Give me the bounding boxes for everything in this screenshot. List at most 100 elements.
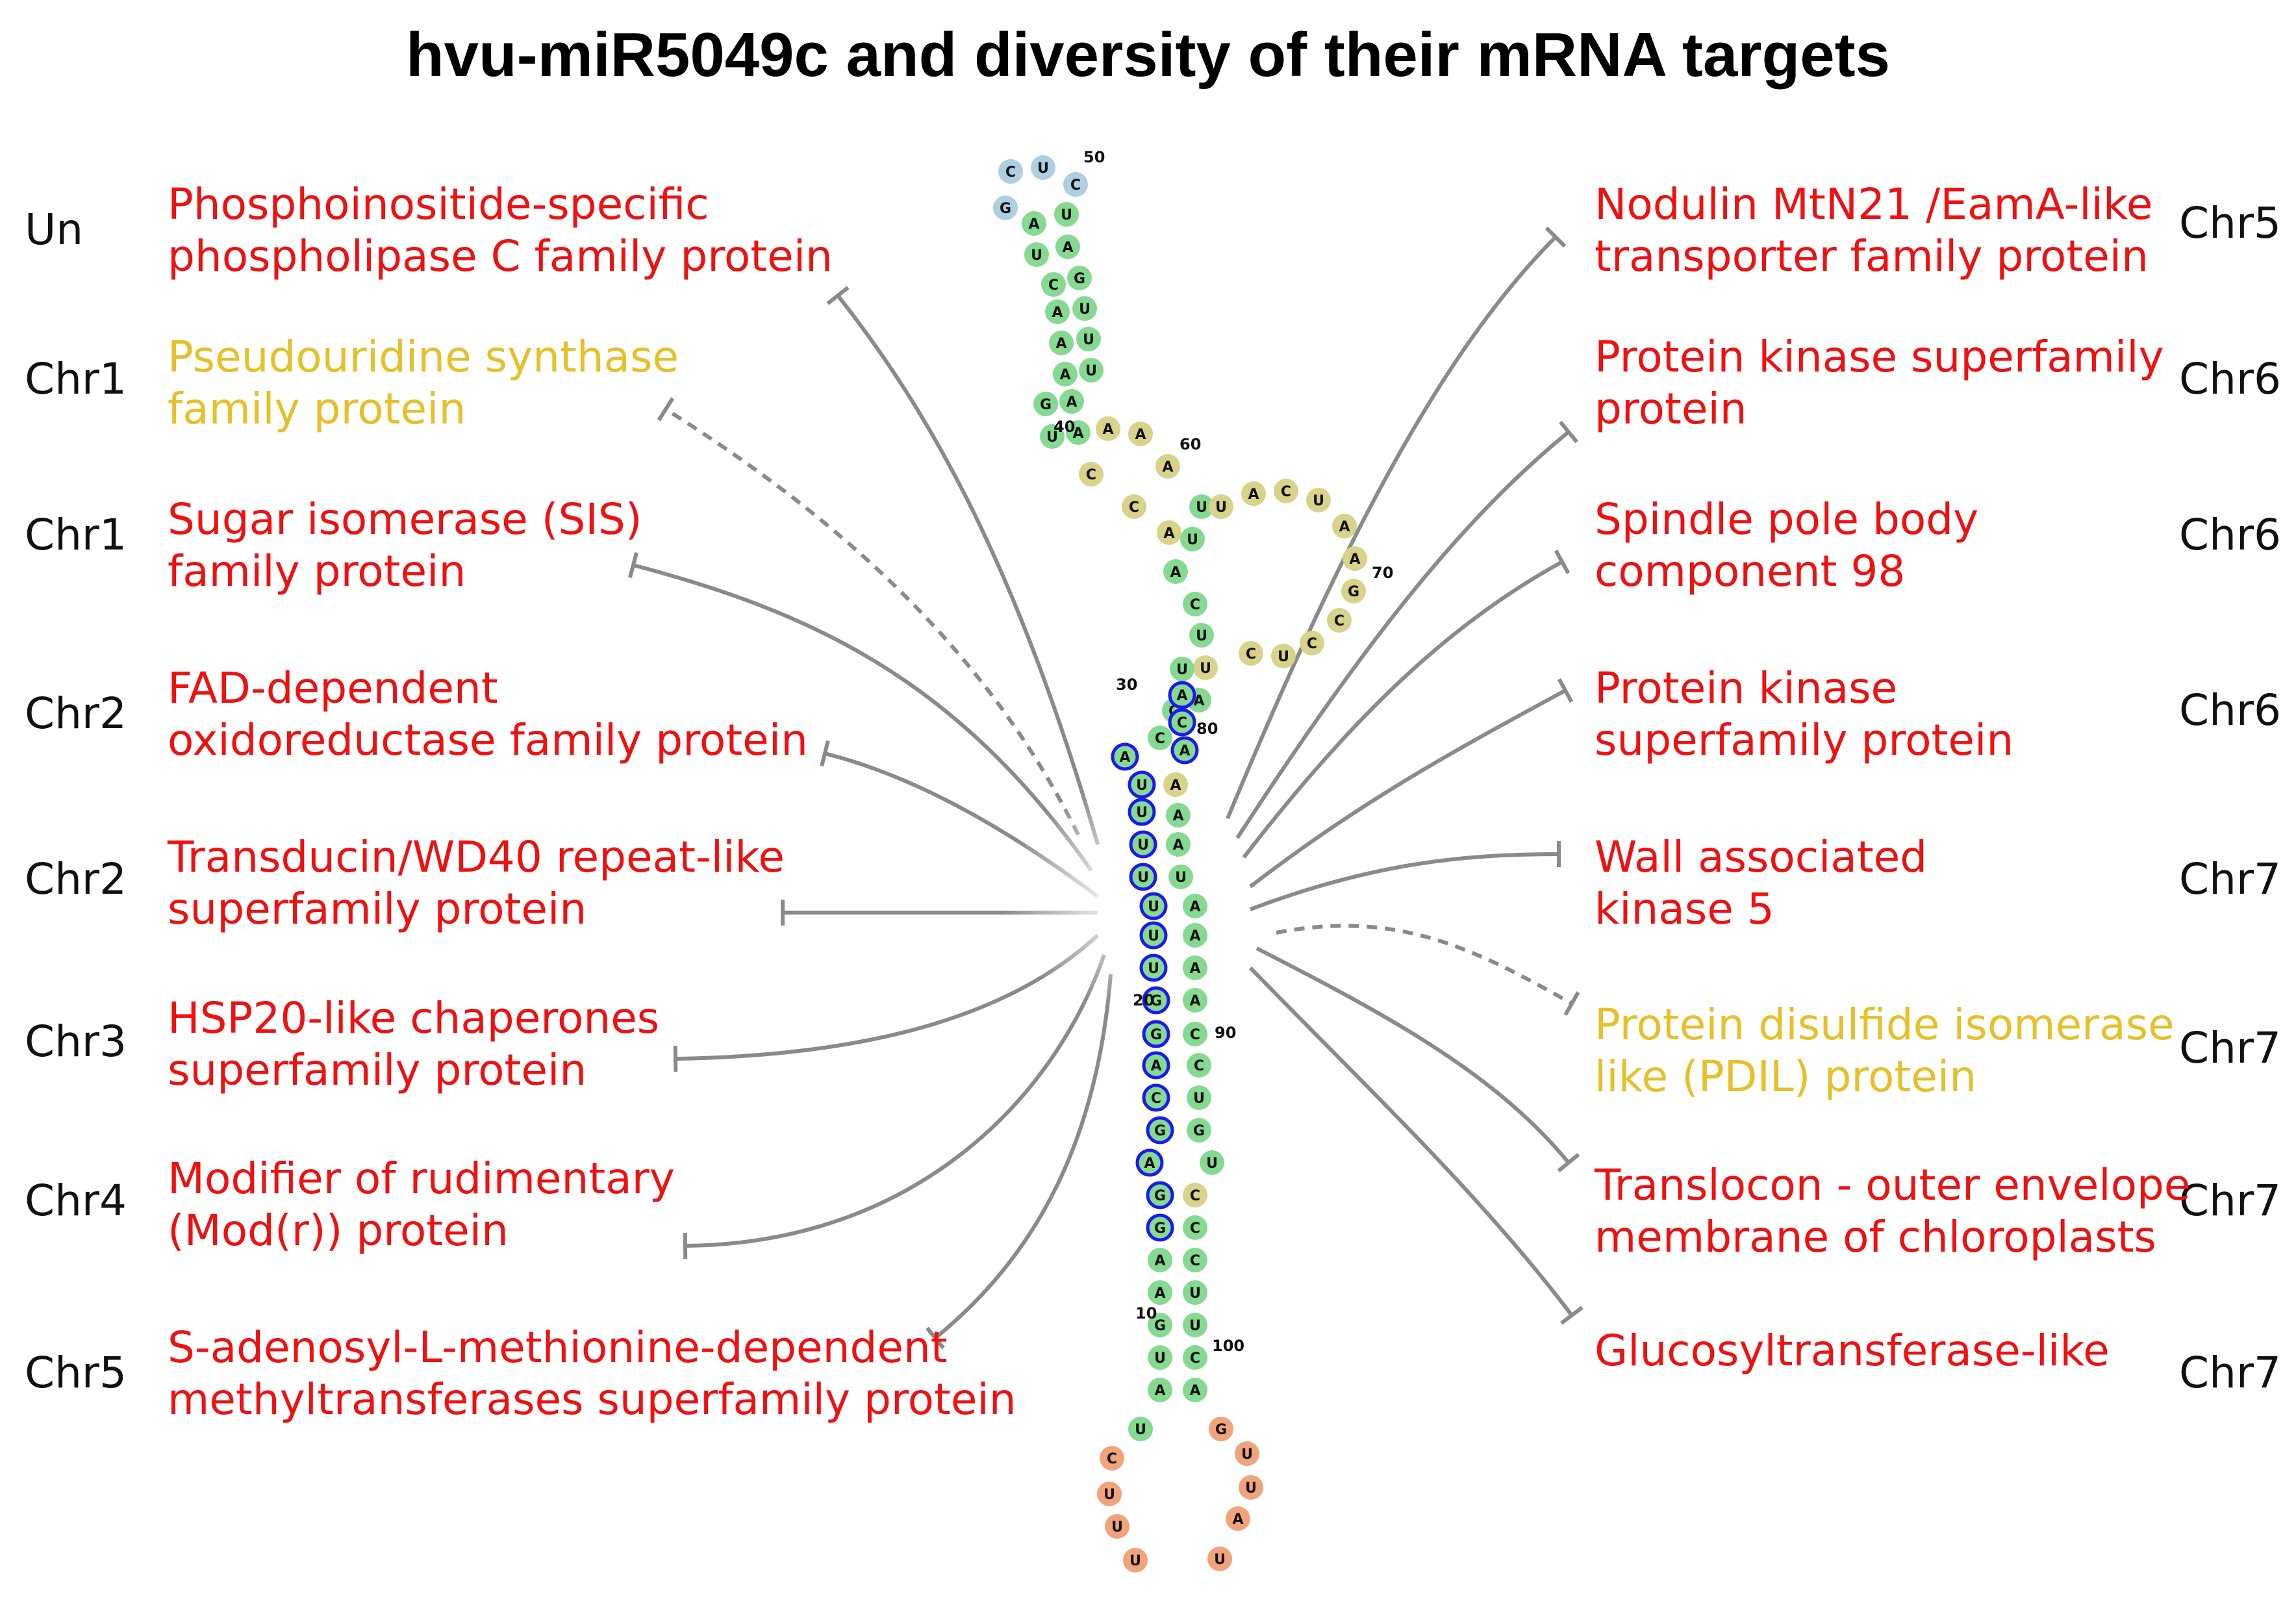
nucleotide-base: U: [1200, 661, 1211, 677]
nucleotide-base: U: [1189, 1318, 1201, 1334]
nucleotide: C: [1187, 1053, 1211, 1078]
nucleotide: A: [1155, 454, 1180, 479]
nucleotide-base: U: [1061, 207, 1072, 223]
nucleotide-base: A: [1172, 837, 1183, 853]
nucleotide-base: C: [1129, 499, 1139, 516]
nucleotide-base: C: [1194, 1058, 1204, 1074]
center-glow: [1000, 786, 1247, 1007]
nucleotide: U: [1189, 494, 1214, 519]
target-gene-line: kinase 5: [1595, 884, 1774, 934]
nucleotide-circle: [1200, 1150, 1224, 1175]
nucleotide: U: [1139, 921, 1168, 950]
nucleotide: G: [1033, 392, 1058, 416]
nucleotide: C: [1183, 1248, 1207, 1272]
nucleotide: C: [1183, 1345, 1207, 1370]
inhibition-line: [826, 286, 1100, 845]
nucleotide-circle: [1166, 832, 1191, 857]
nucleotide-base: C: [1151, 1091, 1161, 1107]
nucleotide: A: [1166, 803, 1191, 828]
nucleotide: A: [1128, 422, 1153, 446]
nucleotide: U: [1079, 358, 1104, 383]
nucleotide: C: [1142, 1083, 1170, 1112]
nucleotide: U: [1105, 1514, 1129, 1539]
chromosome-label: Chr7: [2179, 1023, 2282, 1073]
target-gene-line: Nodulin MtN21 /EamA-like: [1595, 179, 2153, 229]
nucleotide: A: [1059, 389, 1084, 414]
nucleotide-base: C: [1107, 1451, 1117, 1467]
target-gene-line: protein: [1595, 384, 1747, 434]
nucleotide: A: [1135, 1148, 1164, 1177]
nucleotide-base: U: [1037, 160, 1049, 177]
chromosome-label: Chr5: [25, 1348, 127, 1398]
position-label: 80: [1196, 720, 1218, 738]
nucleotide-circle: [1209, 1417, 1233, 1441]
nucleotide-circle: [1076, 327, 1101, 351]
nucleotide-circle: [1142, 1051, 1170, 1080]
nucleotide-circle: [1100, 1446, 1124, 1471]
connector-lines: [627, 226, 1583, 1350]
nucleotide-circle: [1128, 1417, 1153, 1441]
nucleotide: U: [1193, 655, 1218, 680]
nucleotide-base: G: [1348, 584, 1359, 600]
nucleotide: G: [1142, 1020, 1170, 1048]
nucleotide-base: A: [1150, 1058, 1161, 1074]
nucleotide: U: [1235, 1441, 1259, 1466]
nucleotide-base: C: [1334, 613, 1344, 629]
nucleotide-circle: [1128, 422, 1153, 446]
nucleotide: A: [1163, 559, 1188, 584]
nucleotide-base: G: [1074, 271, 1085, 287]
nucleotide-base: A: [1102, 422, 1113, 438]
nucleotide-base: G: [1000, 201, 1011, 217]
nucleotide-base: C: [1190, 597, 1200, 613]
nucleotide: A: [1343, 546, 1367, 571]
nucleotide-circle: [1135, 1148, 1164, 1177]
nucleotide-base: C: [1005, 164, 1016, 181]
nucleotide-circle: [1166, 803, 1191, 828]
target-gene-line: oxidoreductase family protein: [168, 715, 808, 765]
predicted-interaction-line: [1276, 924, 1580, 1016]
position-label: 10: [1135, 1304, 1157, 1322]
nucleotide-circle: [1031, 155, 1055, 180]
nucleotide: U: [1183, 1313, 1207, 1337]
nucleotide: C: [1183, 1215, 1207, 1240]
nucleotide: G: [1187, 1118, 1211, 1143]
inhibition-line: [926, 974, 1113, 1350]
nucleotide-circle: [1148, 1248, 1172, 1272]
nucleotide: A: [1241, 481, 1266, 506]
nucleotide-base: G: [1215, 1422, 1227, 1438]
nucleotide-base: A: [1059, 367, 1070, 383]
nucleotide: A: [1142, 1051, 1170, 1080]
page-title: hvu-miR5049c and diversity of their mRNA…: [405, 20, 1891, 90]
position-label: 100: [1212, 1337, 1244, 1355]
target-gene-line: methyltransferases superfamily protein: [168, 1374, 1016, 1424]
nucleotide-base: U: [1148, 928, 1159, 944]
nucleotide: A: [1111, 742, 1139, 771]
nucleotide-base: U: [1079, 301, 1091, 318]
nucleotide: A: [1168, 681, 1196, 709]
nucleotide-base: U: [1148, 961, 1159, 977]
nucleotide-base: U: [1214, 1552, 1226, 1568]
nucleotide-base: G: [1154, 1123, 1166, 1139]
nucleotide: U: [1209, 494, 1233, 519]
nucleotide-circle: [1183, 923, 1207, 948]
nucleotide-base: A: [1055, 336, 1066, 352]
nucleotide-circle: [1157, 520, 1181, 545]
inhibition-line: [1242, 550, 1571, 859]
inhibition-line: [1248, 966, 1583, 1325]
nucleotide-circle: [1193, 655, 1218, 680]
nucleotide-circle: [1155, 454, 1180, 479]
nucleotide: U: [1097, 1482, 1122, 1506]
nucleotide-base: U: [1175, 870, 1187, 886]
nucleotide-base: C: [1155, 731, 1165, 747]
nucleotide: U: [1123, 1548, 1148, 1573]
nucleotide: C: [1274, 479, 1298, 503]
nucleotide-base: U: [1136, 777, 1148, 794]
nucleotide-circle: [1067, 266, 1092, 290]
target-gene-line: superfamily protein: [168, 1045, 587, 1095]
nucleotide-circle: [993, 196, 1018, 220]
target-gene-line: HSP20-like chaperones: [168, 993, 660, 1043]
chromosome-label: Chr2: [25, 854, 127, 904]
nucleotide-base: A: [1170, 564, 1181, 581]
nucleotide-circle: [1306, 488, 1331, 512]
